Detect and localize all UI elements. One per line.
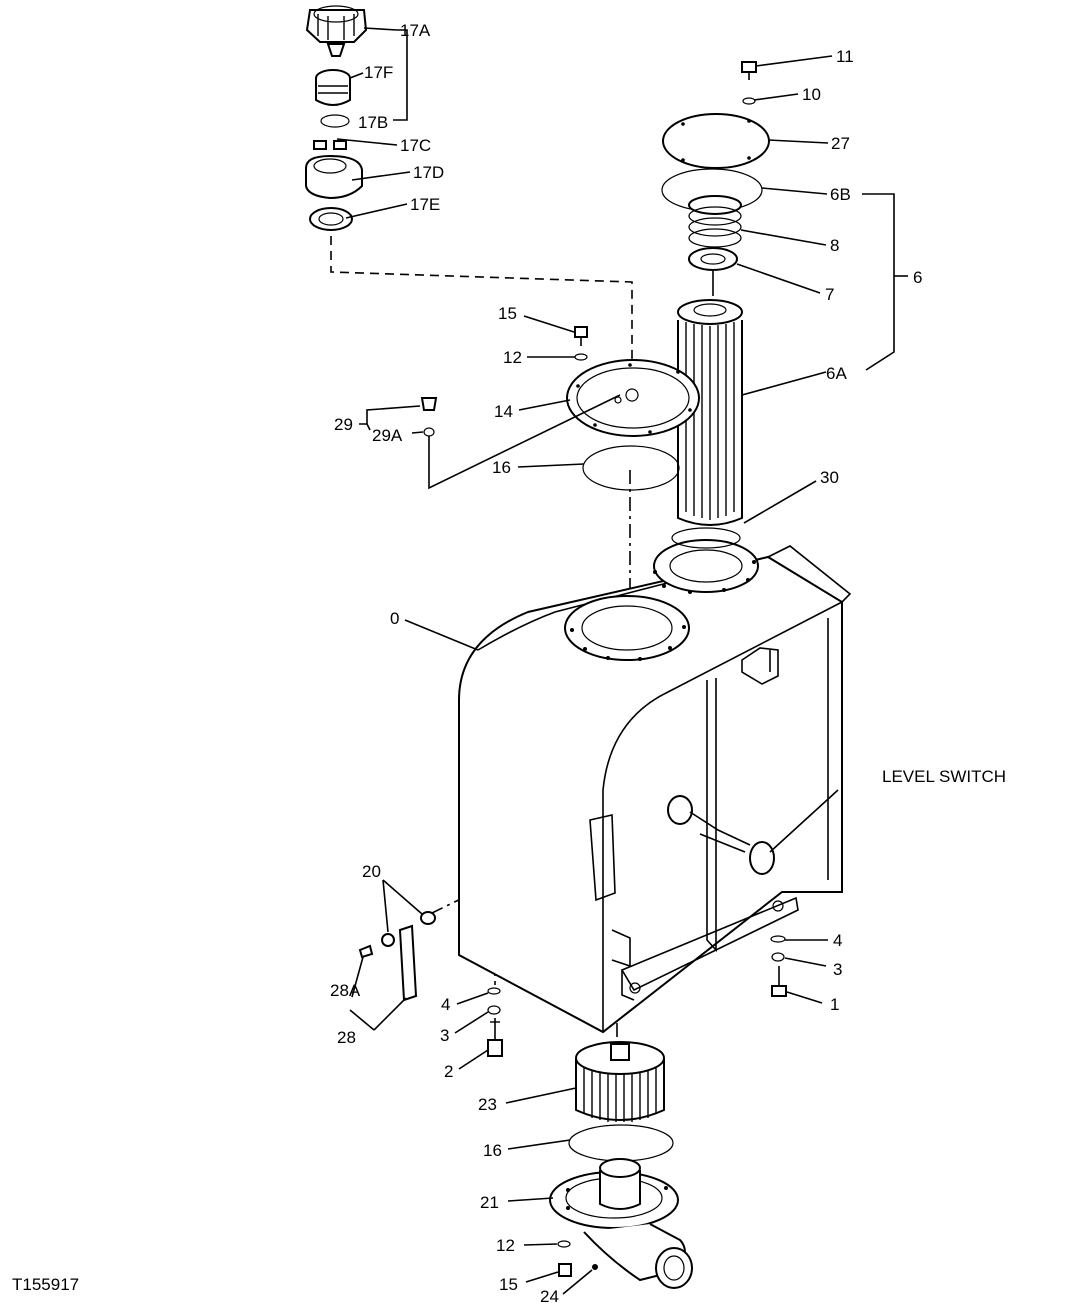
gasket-17E — [309, 207, 353, 231]
callout-12-bottom: 12 — [496, 1236, 515, 1255]
bolt-15-top — [574, 326, 588, 346]
callout-level-switch: LEVEL SWITCH — [882, 767, 1006, 786]
callout-labels: 17A 17F 17B 17C 17D 17E 11 10 27 6B 8 7 … — [12, 21, 1006, 1303]
callout-29A: 29A — [372, 426, 403, 445]
callout-12-top: 12 — [503, 348, 522, 367]
spring-8 — [688, 195, 742, 248]
callout-8: 8 — [830, 236, 839, 255]
callout-15-top: 15 — [498, 304, 517, 323]
callout-17D: 17D — [413, 163, 444, 182]
plug-29 — [420, 397, 438, 411]
filler-cap-17A — [305, 5, 368, 57]
gasket-30 — [671, 527, 741, 549]
callout-29: 29 — [334, 415, 353, 434]
filter-cover-27 — [662, 113, 770, 169]
callout-15-bottom: 15 — [499, 1275, 518, 1294]
washer-10 — [742, 97, 756, 105]
washer-12-top — [574, 353, 588, 361]
callout-6: 6 — [913, 268, 922, 287]
callout-28A: 28A — [330, 981, 361, 1000]
callout-4-left: 4 — [441, 995, 450, 1014]
suction-elbow-21 — [549, 1158, 693, 1289]
callout-2: 2 — [444, 1062, 453, 1081]
valve-7 — [688, 247, 738, 296]
leader-lines — [336, 27, 908, 1295]
callout-7: 7 — [825, 285, 834, 304]
o-ring-29A — [423, 427, 435, 437]
callout-28: 28 — [337, 1028, 356, 1047]
bolt-28A — [358, 944, 374, 959]
cover-plate-14 — [566, 359, 700, 437]
washer-12-bottom — [557, 1240, 571, 1248]
callout-23: 23 — [478, 1095, 497, 1114]
callout-3-left: 3 — [440, 1026, 449, 1045]
callout-27: 27 — [831, 134, 850, 153]
bolt-2 — [487, 1018, 503, 1057]
figure-id: T155917 — [12, 1275, 79, 1294]
filler-neck-17D — [305, 154, 363, 200]
callout-30: 30 — [820, 468, 839, 487]
filler-strainer-17F — [315, 69, 351, 106]
callout-16-bottom: 16 — [483, 1141, 502, 1160]
callout-3-right: 3 — [833, 960, 842, 979]
callout-11: 11 — [836, 47, 854, 66]
callout-17C: 17C — [400, 136, 431, 155]
callout-17E: 17E — [410, 195, 440, 214]
callout-16-top: 16 — [492, 458, 511, 477]
hydraulic-tank-body — [458, 539, 852, 1034]
washer-4-left — [487, 987, 501, 995]
callout-6A: 6A — [826, 364, 847, 383]
plug-24 — [592, 1264, 598, 1270]
callout-21: 21 — [480, 1193, 499, 1212]
callout-4-right: 4 — [833, 931, 842, 950]
o-ring-17B — [320, 114, 350, 128]
bracket-28 — [398, 924, 418, 1002]
washer-4-right — [770, 935, 786, 943]
callout-20: 20 — [362, 862, 381, 881]
callout-1: 1 — [830, 995, 839, 1014]
callout-24: 24 — [540, 1287, 559, 1303]
bolt-11 — [741, 61, 757, 80]
washer-3-right — [771, 952, 785, 962]
washer-20-b — [420, 911, 436, 925]
o-ring-16-top — [582, 445, 680, 491]
callout-6B: 6B — [830, 185, 851, 204]
washer-3-left — [487, 1005, 501, 1015]
dashed-leader-17E-to-cover — [330, 236, 633, 395]
washer-20-a — [381, 933, 395, 947]
callout-14: 14 — [494, 402, 513, 421]
bolts-17C — [313, 140, 347, 150]
suction-strainer-23 — [575, 1041, 665, 1122]
bolt-1 — [771, 966, 787, 997]
bolt-15-bottom — [558, 1263, 572, 1277]
callout-0: 0 — [390, 609, 399, 628]
callout-17B: 17B — [358, 113, 388, 132]
filter-element-6A — [677, 299, 743, 526]
callout-17A: 17A — [400, 21, 431, 40]
callout-10: 10 — [802, 85, 821, 104]
callout-17F: 17F — [364, 63, 393, 82]
o-ring-16-bottom — [568, 1124, 674, 1162]
